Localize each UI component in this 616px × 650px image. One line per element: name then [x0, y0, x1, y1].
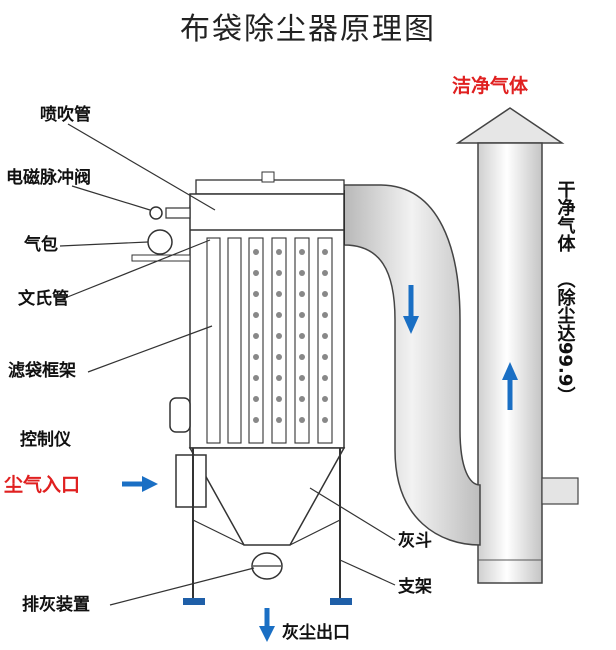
label-dust-inlet: 尘气入口 — [4, 473, 80, 496]
air-tank — [147, 229, 173, 255]
label-hopper: 灰斗 — [398, 530, 432, 551]
dust-particle — [253, 249, 259, 255]
dust-particle — [276, 291, 282, 297]
dust-particle — [322, 333, 328, 339]
label-efficiency-vertical: （除尘达99.9） — [555, 270, 576, 404]
label-controller: 控制仪 — [20, 429, 72, 450]
dust-particle — [299, 270, 305, 276]
dust-particle — [322, 312, 328, 318]
arrow-down-duct — [403, 285, 419, 334]
dust-particle — [299, 396, 305, 402]
dust-particle — [299, 375, 305, 381]
arrow-inlet — [122, 476, 158, 492]
label-ash-discharge: 排灰装置 — [22, 594, 90, 615]
label-ash-outlet: 灰尘出口 — [282, 622, 350, 643]
dust-particle — [276, 249, 282, 255]
dust-particle — [299, 354, 305, 360]
dust-particle — [253, 396, 259, 402]
fan-box — [541, 477, 579, 505]
diagram-title: 布袋除尘器原理图 — [180, 12, 436, 47]
dust-particles — [253, 249, 328, 423]
arrow-ash-out — [259, 608, 275, 642]
dust-particle — [276, 312, 282, 318]
dust-particle — [299, 417, 305, 423]
label-support: 支架 — [398, 576, 432, 597]
dust-particle — [299, 291, 305, 297]
dust-particle — [276, 270, 282, 276]
dust-particle — [276, 417, 282, 423]
connecting-duct — [337, 184, 481, 546]
label-clean-gas: 洁净气体 — [452, 74, 529, 97]
leader-lines — [59, 123, 396, 606]
dust-particle — [253, 270, 259, 276]
foot-left — [183, 598, 205, 605]
dust-particle — [253, 291, 259, 297]
dust-particle — [276, 396, 282, 402]
dust-particle — [276, 354, 282, 360]
dust-particle — [322, 396, 328, 402]
dust-particle — [322, 291, 328, 297]
stack-cap — [455, 107, 565, 144]
dust-particle — [299, 333, 305, 339]
dust-particle — [253, 354, 259, 360]
dust-particle — [276, 375, 282, 381]
label-blow-pipe: 喷吹管 — [40, 104, 91, 125]
dust-particle — [322, 249, 328, 255]
dust-particle — [276, 333, 282, 339]
pulse-valve — [149, 206, 163, 220]
label-clean-gas-vertical: 干净气体 — [555, 180, 577, 253]
controller-box — [169, 397, 191, 433]
arrow-up-stack — [502, 362, 518, 410]
baghouse-housing — [131, 171, 352, 605]
flow-arrows — [122, 285, 518, 642]
label-bag-cage: 滤袋框架 — [8, 360, 76, 381]
label-air-tank: 气包 — [23, 234, 58, 255]
dust-particle — [322, 417, 328, 423]
dust-particle — [322, 375, 328, 381]
dust-particle — [253, 417, 259, 423]
dust-particle — [322, 270, 328, 276]
label-pulse-valve: 电磁脉冲阀 — [6, 167, 91, 188]
filter-bags — [206, 237, 333, 444]
dust-particle — [253, 333, 259, 339]
dust-particle — [253, 375, 259, 381]
dust-particle — [253, 312, 259, 318]
foot-right — [330, 598, 352, 605]
dust-particle — [322, 354, 328, 360]
label-venturi: 文氏管 — [18, 288, 69, 309]
dust-particle — [299, 312, 305, 318]
dust-inlet — [175, 454, 207, 508]
dust-particle — [299, 249, 305, 255]
